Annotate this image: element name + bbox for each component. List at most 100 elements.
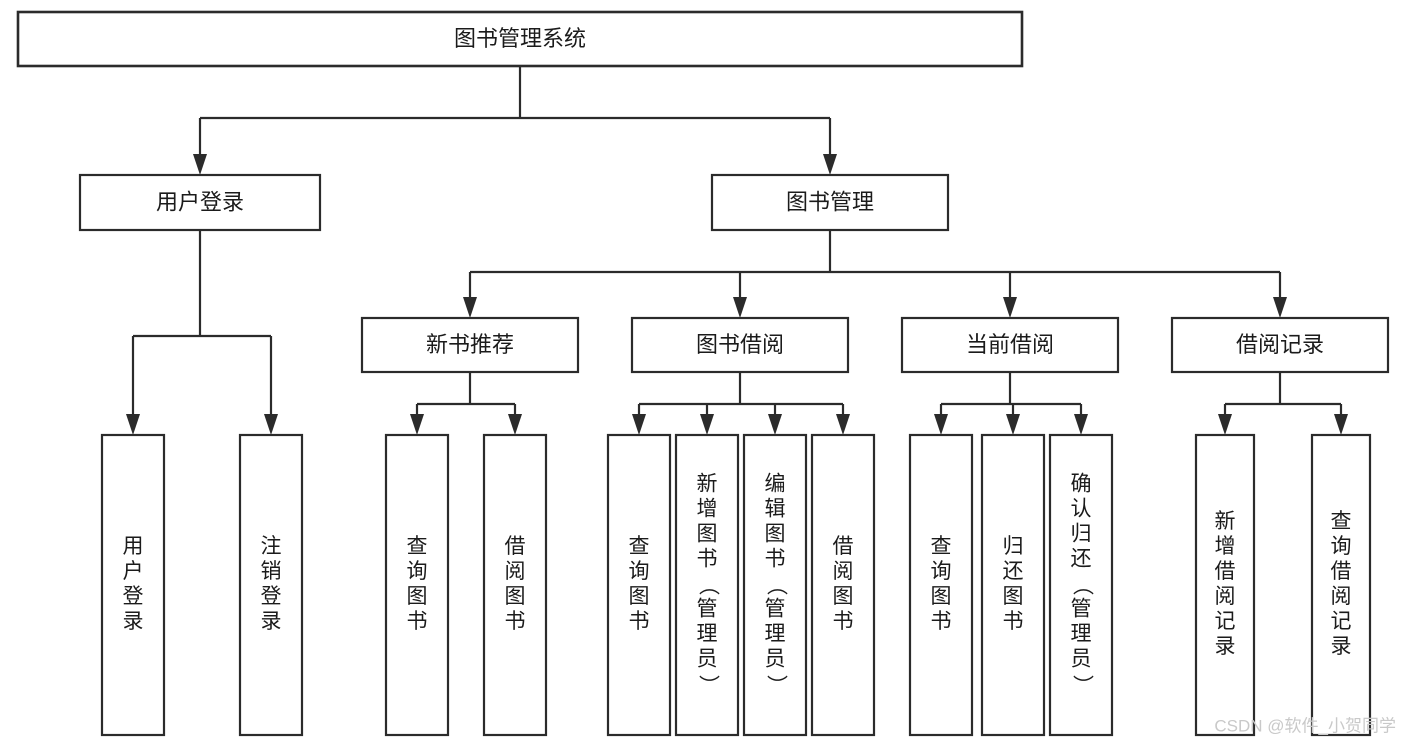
- node-book-manage[interactable]: 图书管理: [710, 173, 950, 232]
- node-label-leaf-return-book-char-1: 还: [1003, 560, 1024, 583]
- node-leaf-user-login[interactable]: 用户登录: [100, 433, 166, 737]
- node-box-leaf-edit-book[interactable]: [742, 433, 808, 737]
- node-label-leaf-logout-char-0: 注: [261, 535, 282, 558]
- node-box-leaf-query-book-1[interactable]: [384, 433, 450, 737]
- node-label-leaf-query-book-1-char-1: 询: [407, 560, 428, 583]
- node-box-leaf-confirm-return[interactable]: [1048, 433, 1114, 737]
- node-box-leaf-logout[interactable]: [238, 433, 304, 737]
- node-box-user-login[interactable]: [78, 173, 322, 232]
- conn-userlogin-to-leaves: [126, 230, 278, 435]
- node-label-book-borrow: 图书借阅: [696, 332, 784, 357]
- node-box-current-borrow[interactable]: [900, 316, 1120, 374]
- node-box-leaf-user-login[interactable]: [100, 433, 166, 737]
- node-label-leaf-add-book-char-2: 图: [697, 523, 718, 546]
- node-label-leaf-query-book-3-char-3: 书: [931, 610, 952, 633]
- conn-currentborrow-to-leaves: [934, 372, 1088, 435]
- arrow-head-icon: [1334, 414, 1348, 435]
- node-label-leaf-edit-book-char-3: 书: [765, 548, 786, 571]
- node-label-leaf-return-book-char-0: 归: [1003, 535, 1024, 558]
- arrow-head-icon: [508, 414, 522, 435]
- arrow-head-icon: [126, 414, 140, 435]
- arrow-head-icon: [264, 414, 278, 435]
- connector-layer: [126, 66, 1348, 435]
- node-label-leaf-borrow-book-1-char-3: 书: [505, 610, 526, 633]
- node-label-leaf-query-book-3-char-0: 查: [931, 535, 952, 558]
- node-box-leaf-return-book[interactable]: [980, 433, 1046, 737]
- node-box-new-book-recommend[interactable]: [360, 316, 580, 374]
- node-box-book-borrow[interactable]: [630, 316, 850, 374]
- node-box-undefined[interactable]: [16, 10, 1024, 68]
- node-label-new-book-recommend: 新书推荐: [426, 332, 514, 357]
- node-label-leaf-query-book-3-char-2: 图: [931, 585, 952, 608]
- node-label-leaf-add-record-char-0: 新: [1215, 510, 1236, 533]
- node-label-leaf-add-record-char-2: 借: [1215, 560, 1236, 583]
- node-box-leaf-borrow-book-1[interactable]: [482, 433, 548, 737]
- node-label-leaf-add-book-char-8: ）: [696, 675, 719, 696]
- node-label-leaf-query-record-char-0: 查: [1331, 510, 1352, 533]
- node-label-leaf-query-record-char-2: 借: [1331, 560, 1352, 583]
- node-current-borrow[interactable]: 当前借阅: [900, 316, 1120, 374]
- arrow-head-icon: [768, 414, 782, 435]
- node-undefined[interactable]: 图书管理系统: [16, 10, 1024, 68]
- arrow-head-icon: [700, 414, 714, 435]
- node-label-leaf-query-book-3-char-1: 询: [931, 560, 952, 583]
- node-label-leaf-query-record-char-5: 录: [1331, 635, 1352, 658]
- node-label-leaf-add-record-char-4: 记: [1215, 610, 1236, 633]
- node-label-leaf-return-book-char-2: 图: [1003, 585, 1024, 608]
- node-label-user-login: 用户登录: [156, 189, 244, 214]
- node-box-leaf-borrow-book-2[interactable]: [810, 433, 876, 737]
- node-label-leaf-borrow-book-2-char-3: 书: [833, 610, 854, 633]
- node-box-leaf-add-record[interactable]: [1194, 433, 1256, 737]
- arrow-head-icon: [1074, 414, 1088, 435]
- node-label-leaf-logout-char-2: 登: [261, 585, 282, 608]
- node-label-leaf-user-login-char-1: 户: [123, 560, 144, 583]
- node-label-leaf-edit-book-char-6: 理: [765, 623, 786, 646]
- node-label-leaf-add-book-char-1: 增: [697, 498, 718, 521]
- arrow-head-icon: [1003, 297, 1017, 318]
- node-box-leaf-add-book[interactable]: [674, 433, 740, 737]
- node-label-leaf-query-book-1-char-3: 书: [407, 610, 428, 633]
- node-label-leaf-query-book-1-char-2: 图: [407, 585, 428, 608]
- conn-bookborrow-to-leaves: [632, 372, 850, 435]
- node-label-leaf-logout-char-3: 录: [261, 610, 282, 633]
- node-user-login[interactable]: 用户登录: [78, 173, 322, 232]
- arrow-head-icon: [1218, 414, 1232, 435]
- arrow-head-icon: [934, 414, 948, 435]
- arrow-head-icon: [632, 414, 646, 435]
- node-label-leaf-query-book-2-char-3: 书: [629, 610, 650, 633]
- arrow-head-icon: [410, 414, 424, 435]
- node-borrow-record[interactable]: 借阅记录: [1170, 316, 1390, 374]
- node-label-leaf-query-record-char-1: 询: [1331, 535, 1352, 558]
- node-box-leaf-query-book-3[interactable]: [908, 433, 974, 737]
- node-label-leaf-add-book-char-0: 新: [697, 473, 718, 496]
- node-label-leaf-confirm-return-char-4: （: [1070, 575, 1093, 596]
- node-label-leaf-add-record-char-1: 增: [1215, 535, 1236, 558]
- csdn-watermark: CSDN @软件_小贺同学: [1214, 716, 1396, 735]
- node-book-borrow[interactable]: 图书借阅: [630, 316, 850, 374]
- arrow-head-icon: [193, 154, 207, 175]
- conn-newbook-to-leaves: [410, 372, 522, 435]
- node-label-leaf-add-book-char-4: （: [696, 575, 719, 596]
- node-label-leaf-borrow-book-2-char-1: 阅: [833, 560, 854, 583]
- node-label-leaf-return-book-char-3: 书: [1003, 610, 1024, 633]
- node-label-leaf-edit-book-char-5: 管: [765, 598, 786, 621]
- node-box-book-manage[interactable]: [710, 173, 950, 232]
- node-box-borrow-record[interactable]: [1170, 316, 1390, 374]
- node-box-leaf-query-book-2[interactable]: [606, 433, 672, 737]
- node-label-borrow-record: 借阅记录: [1236, 332, 1324, 357]
- node-new-book-recommend[interactable]: 新书推荐: [360, 316, 580, 374]
- node-box-leaf-query-record[interactable]: [1310, 433, 1372, 737]
